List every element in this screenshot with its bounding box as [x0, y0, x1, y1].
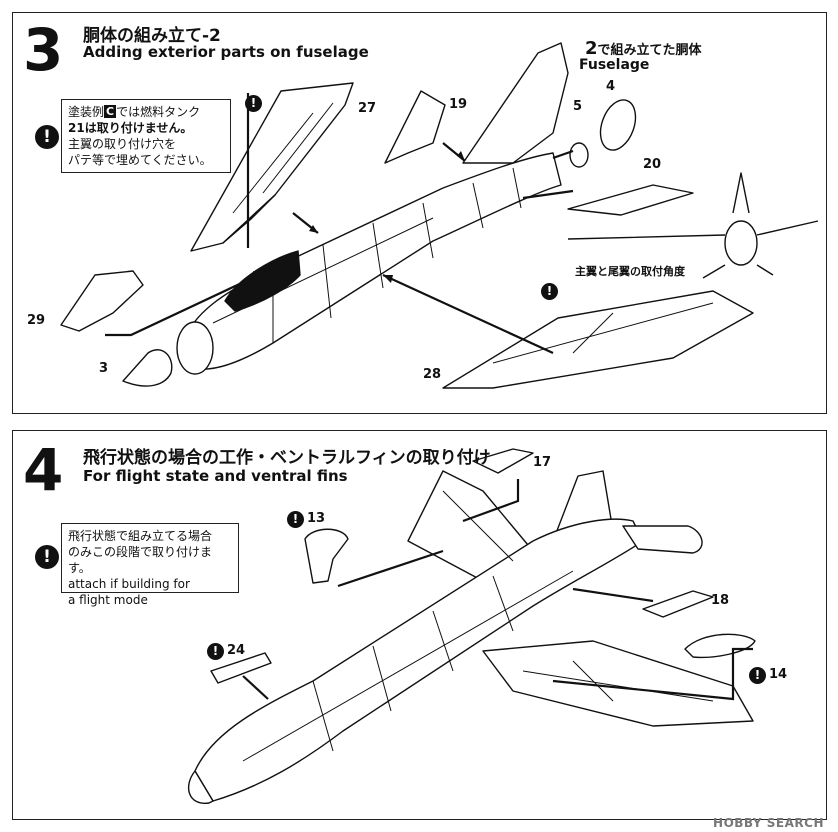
part-number-4: 4: [606, 79, 616, 94]
part-number-19: 19: [449, 97, 468, 112]
part-number-17: 17: [533, 455, 552, 470]
part-number-18: 18: [711, 593, 730, 608]
note-line: パテ等で埋めてください。: [68, 153, 212, 167]
part-number-24: 24: [227, 643, 246, 658]
step-title-en: Adding exterior parts on fuselage: [83, 43, 369, 61]
part-number-13: 13: [307, 511, 326, 526]
part-number-5: 5: [573, 99, 583, 114]
caution-icon: !: [749, 667, 766, 684]
fuselage-ref: 2で組み立てた胴体: [585, 38, 702, 59]
note-box: 飛行状態で組み立てる場合 のみこの段階で取り付けます。 attach if bu…: [61, 523, 239, 607]
step-4-aircraft-drawing: [187, 448, 756, 804]
note-line: のみこの段階で取り付けます。: [68, 545, 213, 575]
note-line: 飛行状態で組み立てる場合: [68, 529, 213, 543]
caution-icon: !: [35, 545, 59, 569]
fuselage-ref-en: Fuselage: [579, 57, 650, 73]
caution-icon: !: [35, 125, 59, 149]
note-line: 21は取り付けません。: [68, 121, 193, 135]
caution-icon: !: [207, 643, 224, 660]
part-number-20: 20: [643, 157, 662, 172]
part-number-29: 29: [27, 313, 46, 328]
watermark: HOBBY SEARCH: [713, 816, 824, 830]
note-line: 主翼の取り付け穴を: [68, 137, 177, 151]
step-number: 4: [23, 436, 63, 504]
step-number: 3: [23, 16, 63, 84]
step-4-panel: 4 飛行状態の場合の工作・ベントラルフィンの取り付け For flight st…: [12, 430, 827, 820]
step-3-panel: 3 胴体の組み立て-2 Adding exterior parts on fus…: [12, 12, 827, 414]
angle-label: 主翼と尾翼の取付角度: [575, 265, 685, 278]
step-title-en: For flight state and ventral fins: [83, 467, 348, 485]
step-title-jp: 飛行状態の場合の工作・ベントラルフィンの取り付け: [83, 448, 491, 468]
caution-icon: !: [245, 95, 262, 112]
caution-icon: !: [287, 511, 304, 528]
caution-icon: !: [541, 283, 558, 300]
step-3-fuselage-drawing: [60, 42, 819, 389]
note-line: attach if building for: [68, 577, 190, 591]
part-number-27: 27: [358, 101, 377, 116]
step-title-jp: 胴体の組み立て-2: [83, 26, 221, 46]
part-number-3: 3: [99, 361, 109, 376]
color-scheme-c-badge: C: [104, 105, 117, 118]
note-line: a flight mode: [68, 593, 148, 607]
part-number-28: 28: [423, 367, 442, 382]
part-number-14: 14: [769, 667, 788, 682]
